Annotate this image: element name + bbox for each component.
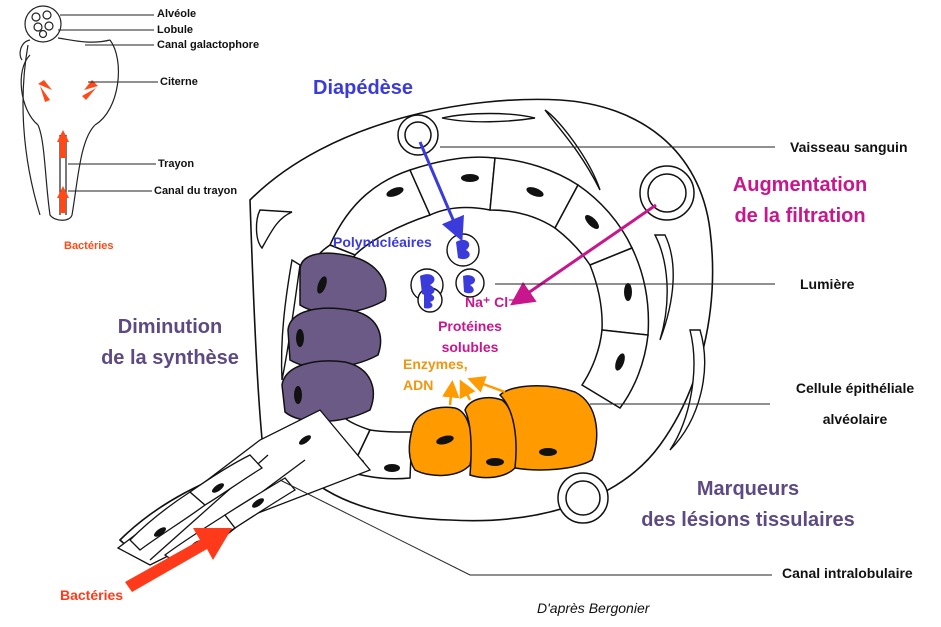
- annotation-diapedese: Diapédèse: [313, 77, 414, 99]
- inset-leader-lines: [58, 14, 158, 192]
- label-trayon: Trayon: [158, 158, 195, 170]
- label-bacteries-main: Bactéries: [60, 587, 124, 603]
- label-proteines-line1: Protéines: [438, 318, 502, 334]
- bacteria-big-arrow: [125, 528, 232, 592]
- label-alveole: Alvéole: [157, 8, 197, 20]
- filtration-arrow: [510, 203, 657, 306]
- annotation-diminution-line2: de la synthèse: [101, 347, 239, 369]
- label-enzymes-line1: Enzymes,: [403, 356, 468, 372]
- label-enzymes-line2: ADN: [403, 377, 434, 393]
- annotation-augmentation-line1: Augmentation: [732, 174, 868, 196]
- purple-cell-nuclei: [294, 276, 327, 404]
- label-citerne: Citerne: [160, 76, 198, 88]
- label-lumiere: Lumière: [800, 276, 855, 292]
- label-cellule-line1: Cellule épithéliale: [795, 380, 915, 396]
- label-inset-bacteries: Bactéries: [64, 240, 114, 252]
- label-polynucleaires: Polynucléaires: [333, 234, 432, 250]
- purple-cells: [281, 252, 387, 423]
- diapedese-arrow: [418, 141, 464, 242]
- annotation-marqueurs-line1: Marqueurs: [696, 478, 800, 500]
- label-canal-intralobulaire: Canal intralobulaire: [782, 565, 913, 581]
- enzymes-arrow-3: [467, 376, 506, 394]
- label-vaisseau-sanguin: Vaisseau sanguin: [790, 139, 908, 155]
- label-lobule: Lobule: [157, 24, 194, 36]
- orange-cell-nuclei: [436, 435, 557, 466]
- annotation-diminution-line1: Diminution: [117, 316, 223, 338]
- polynuclear-nuclei: [420, 239, 476, 309]
- inset-canal-galactophore: [19, 37, 111, 61]
- inset-bacteria-arrows: [38, 80, 98, 213]
- credit: D'après Bergonier: [537, 600, 650, 616]
- annotation-augmentation-line2: de la filtration: [734, 205, 866, 227]
- right-leader-lines: [279, 146, 775, 576]
- inset-alveole-cluster: [24, 5, 62, 43]
- connective-tissue: [255, 109, 706, 451]
- enzymes-arrow-1: [442, 380, 460, 406]
- label-na-cl: Na⁺ Cl⁻: [465, 294, 516, 310]
- enzymes-arrow-2: [459, 379, 476, 401]
- label-canal-du-trayon: Canal du trayon: [154, 185, 238, 197]
- annotation-marqueurs-line2: des lésions tissulaires: [641, 509, 855, 531]
- label-proteines-line2: solubles: [441, 339, 499, 355]
- label-canal-galactophore: Canal galactophore: [157, 39, 260, 51]
- inset-udder: [19, 5, 120, 221]
- label-cellule-line2: alvéolaire: [822, 411, 888, 427]
- blood-vessels: [397, 114, 695, 524]
